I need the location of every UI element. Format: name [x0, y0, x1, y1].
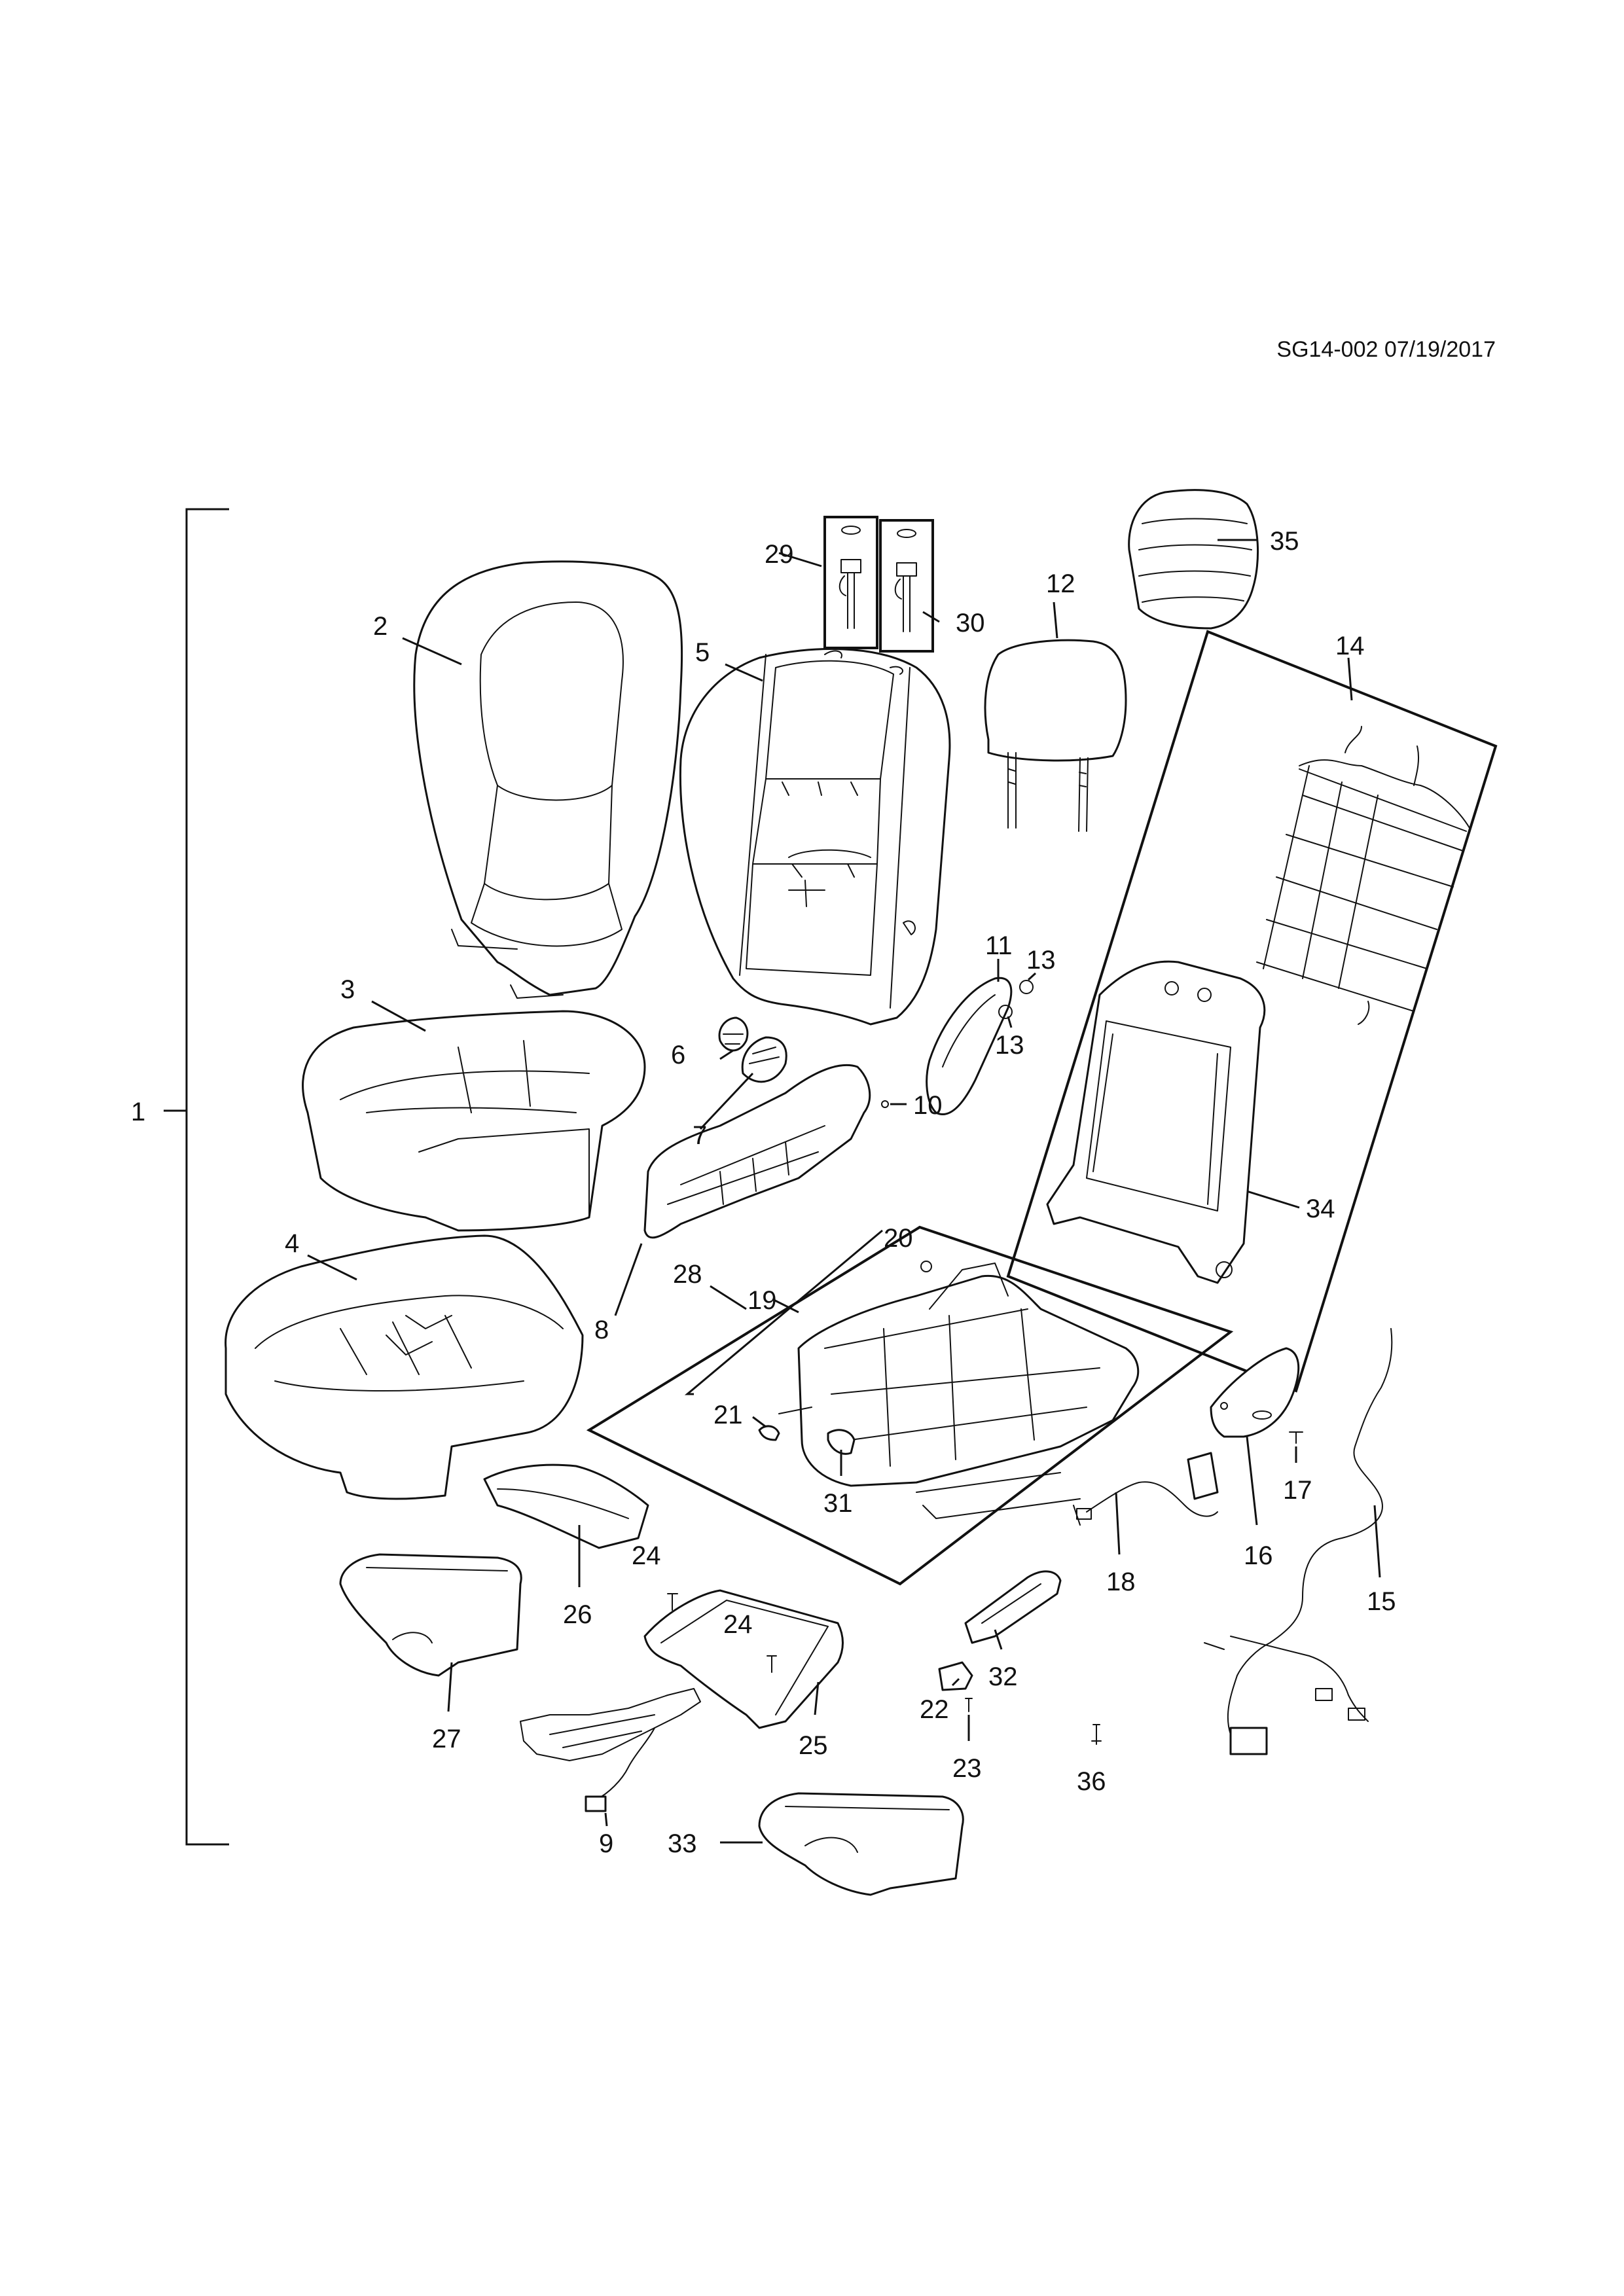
part-screw-10 — [881, 1100, 889, 1108]
callout-labels: 1 2 3 4 5 6 7 8 9 10 11 12 13 13 14 15 1… — [131, 527, 1396, 1858]
callout-2: 2 — [373, 612, 388, 641]
part-headrest-guide-30 — [879, 519, 934, 653]
part-side-shield — [643, 1064, 871, 1239]
part-storage-tray-33 — [758, 1792, 964, 1896]
part-recliner-bezel — [741, 1036, 787, 1083]
callout-15: 15 — [1367, 1587, 1396, 1616]
callout-10: 10 — [913, 1091, 943, 1120]
assembly-bracket — [164, 508, 229, 1846]
callout-20: 20 — [884, 1224, 913, 1253]
callout-19: 19 — [748, 1286, 777, 1315]
callout-12: 12 — [1046, 569, 1075, 598]
part-lower-frame-bracket — [643, 1589, 844, 1729]
callout-34: 34 — [1306, 1194, 1335, 1223]
callout-7: 7 — [693, 1121, 707, 1150]
part-recliner-knob — [718, 1016, 749, 1052]
callout-1: 1 — [131, 1098, 145, 1126]
part-buckle-harness — [1076, 1452, 1219, 1520]
part-track-clip-31 — [827, 1429, 856, 1455]
part-lumbar-support — [1256, 726, 1470, 1025]
callout-30: 30 — [956, 609, 985, 637]
part-headrest-pad — [1128, 489, 1259, 630]
part-seat-back-cover — [413, 560, 683, 999]
callout-13a: 13 — [1026, 946, 1056, 975]
callout-29: 29 — [765, 540, 794, 569]
callout-23: 23 — [952, 1754, 982, 1783]
callout-6: 6 — [671, 1041, 685, 1069]
callout-11: 11 — [985, 931, 1013, 960]
callout-25: 25 — [799, 1731, 828, 1760]
part-recliner-cover — [926, 977, 1013, 1115]
callout-21: 21 — [713, 1401, 743, 1429]
callout-5: 5 — [695, 638, 710, 667]
part-bolt-23 — [965, 1698, 973, 1712]
part-backrest-frame — [1046, 960, 1266, 1284]
callout-16: 16 — [1244, 1541, 1273, 1570]
part-nut-13 — [998, 980, 1034, 1019]
callout-32: 32 — [988, 1662, 1018, 1691]
part-latch-22 — [938, 1661, 973, 1691]
callout-35: 35 — [1270, 527, 1299, 556]
part-headrest-guide-29 — [823, 516, 878, 649]
seat-frame-box — [586, 1225, 1234, 1586]
part-bolt-36 — [1091, 1724, 1102, 1745]
part-pushpin — [1289, 1431, 1303, 1444]
part-cushion-pan — [483, 1463, 649, 1549]
callout-13b: 13 — [995, 1031, 1024, 1060]
callout-14: 14 — [1335, 632, 1365, 660]
callout-9: 9 — [599, 1829, 613, 1858]
callout-31: 31 — [823, 1489, 853, 1518]
part-seat-cushion-pad — [225, 1234, 584, 1500]
callout-22: 22 — [920, 1695, 949, 1724]
callout-36: 36 — [1077, 1767, 1106, 1796]
part-adjuster-bracket — [964, 1570, 1062, 1644]
callout-26: 26 — [563, 1600, 592, 1629]
part-track-clip-21 — [758, 1425, 780, 1441]
part-storage-tray-27 — [339, 1553, 522, 1677]
callout-18: 18 — [1106, 1568, 1136, 1596]
part-wiring-harness — [1204, 1328, 1393, 1755]
callout-8: 8 — [594, 1316, 609, 1344]
part-seat-frame — [778, 1263, 1140, 1526]
callout-28: 28 — [673, 1260, 702, 1289]
callout-3: 3 — [340, 975, 355, 1004]
callout-27: 27 — [432, 1725, 461, 1753]
part-screw-24 — [667, 1593, 777, 1673]
part-seat-back-pad — [679, 647, 951, 1026]
callout-33: 33 — [668, 1829, 697, 1858]
part-nut-20 — [920, 1261, 932, 1272]
callout-4: 4 — [285, 1229, 299, 1258]
callout-17: 17 — [1283, 1476, 1312, 1505]
part-occupant-sensor — [520, 1688, 701, 1812]
callout-24b: 24 — [723, 1610, 753, 1639]
part-side-trim — [1210, 1347, 1300, 1438]
document-reference: SG14-002 07/19/2017 — [1276, 337, 1496, 362]
backrest-frame-box — [1006, 630, 1498, 1393]
part-headrest — [984, 639, 1127, 832]
callout-24a: 24 — [632, 1541, 661, 1570]
part-seat-cushion-cover — [302, 1010, 646, 1232]
leader-lines — [307, 539, 1381, 1844]
